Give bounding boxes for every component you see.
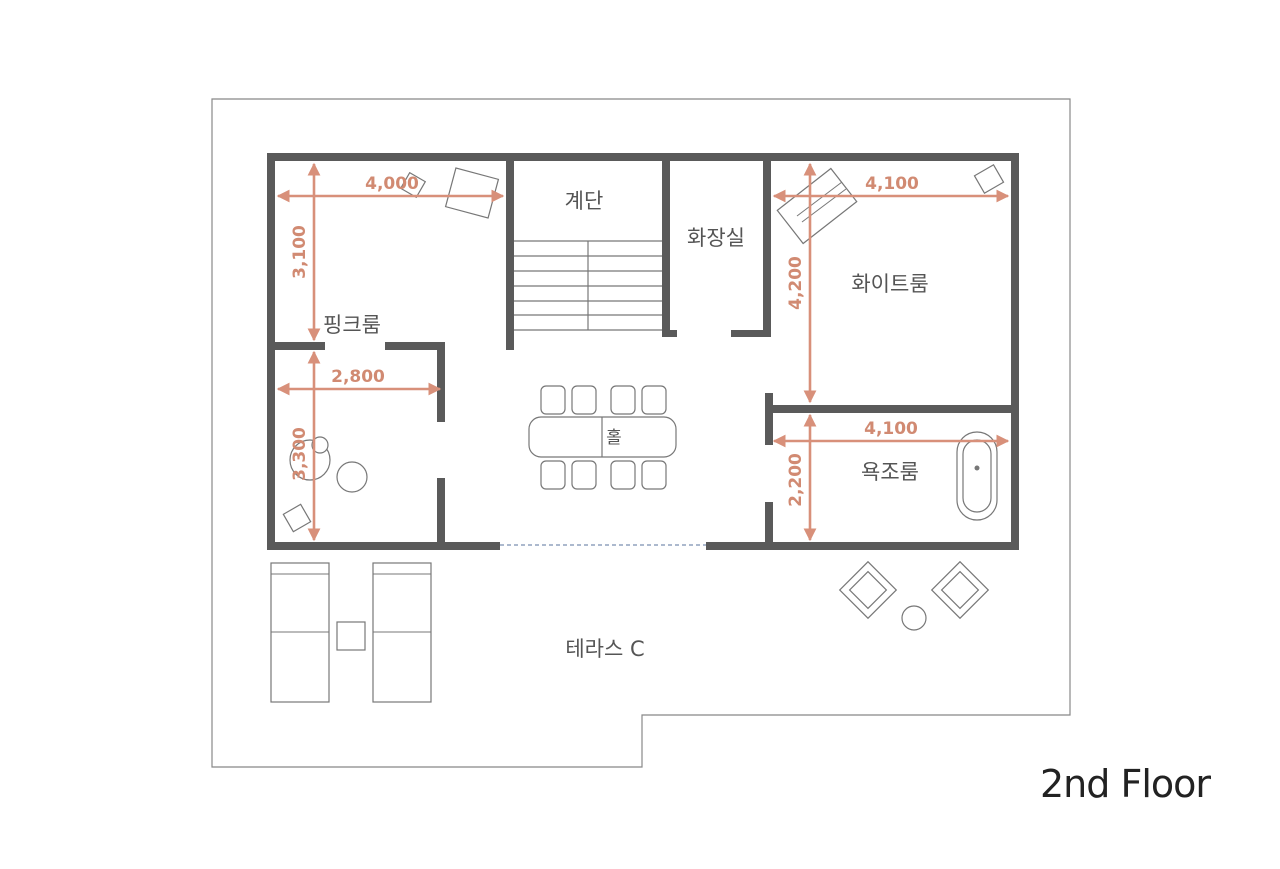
room-label-terrace: 테라스 C xyxy=(565,637,644,661)
dining-set xyxy=(528,385,677,490)
room-label-pink-room: 핑크룸 xyxy=(323,313,381,337)
dim-pink-width: 4,000 xyxy=(365,174,419,194)
bathtub xyxy=(956,431,998,521)
dimension-lines xyxy=(276,162,1010,542)
dim-white-width: 4,100 xyxy=(865,174,919,194)
terrace-loungers xyxy=(270,562,432,703)
white-room-furniture xyxy=(776,164,1005,245)
walls xyxy=(267,153,1019,550)
dim-white-height: 4,200 xyxy=(786,256,806,310)
dim-bath-height: 2,200 xyxy=(786,453,806,507)
room-label-hall: 홀 xyxy=(606,428,622,448)
room-label-bath-room: 욕조룸 xyxy=(861,460,919,484)
dim-pink-height: 3,100 xyxy=(290,225,310,279)
room-label-white-room: 화이트룸 xyxy=(851,272,928,296)
terrace-armchairs xyxy=(838,560,990,631)
room-label-stairs: 계단 xyxy=(565,189,604,213)
dim-bath-width: 4,100 xyxy=(864,419,918,439)
floor-title: 2nd Floor xyxy=(1040,762,1211,806)
stairs-treads xyxy=(514,240,662,331)
room-label-toilet: 화장실 xyxy=(687,226,745,250)
terrace-outline xyxy=(211,98,1071,768)
dim-small-height: 3,300 xyxy=(290,427,310,481)
dim-small-width: 2,800 xyxy=(331,367,385,387)
